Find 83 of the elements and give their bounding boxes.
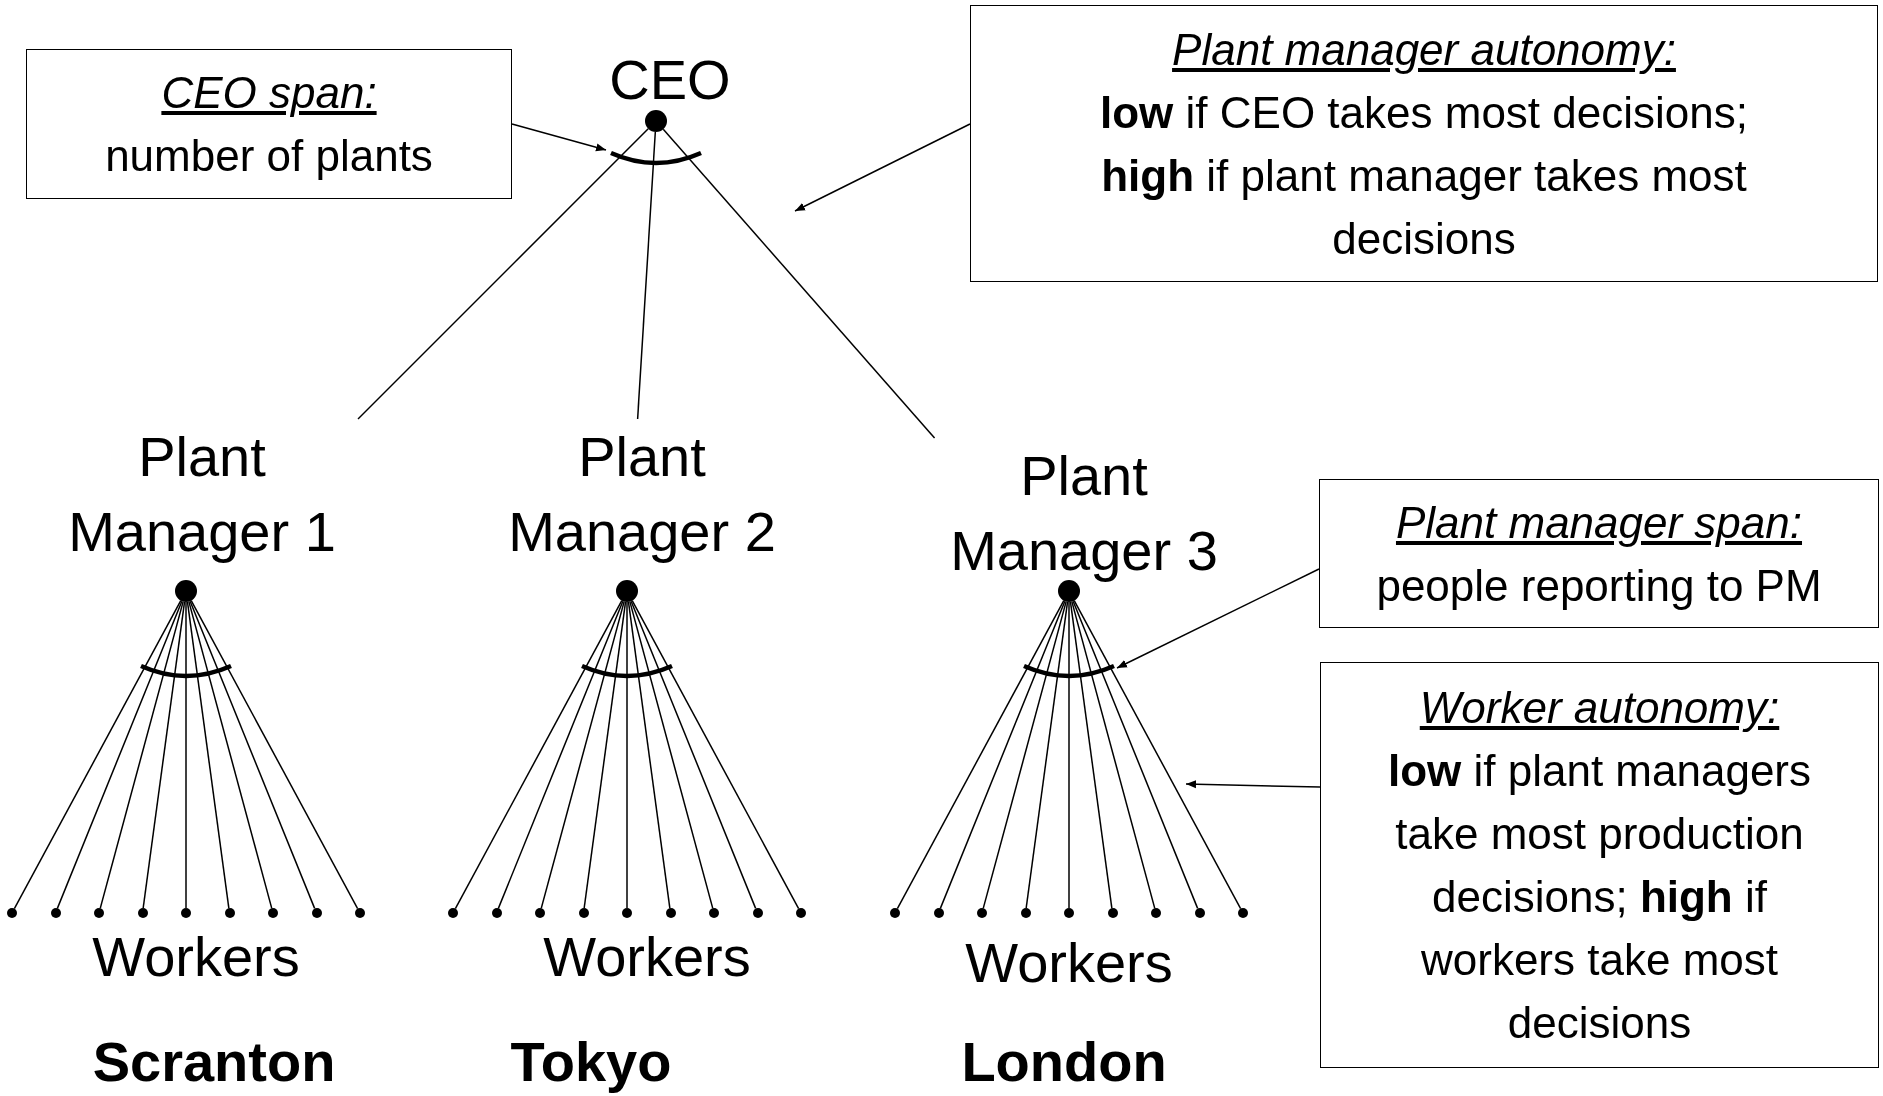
city-label: London (961, 1030, 1167, 1094)
connector-line (1068, 601, 1070, 909)
leader-arrow (794, 123, 971, 212)
connector-line (190, 599, 359, 910)
callout-heading: Plant manager span: (1394, 496, 1803, 549)
worker-dot (622, 908, 632, 918)
worker-dot (181, 908, 191, 918)
connector-line (1025, 601, 1069, 909)
connector-line (626, 601, 628, 909)
city-label: Scranton (92, 1030, 336, 1094)
connector-line (189, 600, 316, 910)
worker-dot (578, 908, 589, 918)
worker-dot (1194, 908, 1205, 918)
worker-dot (796, 908, 806, 918)
callout-text: low if plant managers take most production decisions; high if workers take most decisions (1386, 745, 1813, 1049)
worker-dot (94, 908, 104, 918)
connector-line (1073, 599, 1242, 910)
callout-text: people reporting to PM (1375, 559, 1823, 612)
connector-line (1072, 600, 1199, 910)
worker-dot (7, 908, 17, 918)
city-label: Tokyo (510, 1030, 672, 1094)
connector-line (583, 601, 627, 909)
connector-line (56, 600, 183, 910)
connector-line (982, 600, 1067, 909)
worker-dot (311, 908, 322, 918)
connector-line (188, 600, 273, 909)
connector-line (636, 131, 657, 420)
group-label: Workers (965, 931, 1173, 995)
connector-line (939, 600, 1066, 910)
worker-dot (1151, 908, 1161, 918)
group-label: Workers (92, 925, 300, 989)
callout-text: number of plants (104, 130, 434, 182)
group-label: Workers (543, 925, 751, 989)
role-label: Plant Manager 1 (67, 424, 337, 565)
connector-line (1069, 601, 1113, 909)
callout-box (1320, 662, 1879, 1068)
worker-dot (665, 908, 676, 918)
callout-heading: CEO span: (160, 67, 378, 119)
worker-dot (137, 908, 148, 918)
worker-dot (1107, 908, 1118, 918)
role-label: CEO (608, 47, 732, 113)
connector-line (629, 600, 714, 909)
connector-line (630, 600, 757, 910)
leader-arrow (1185, 780, 1321, 789)
connector-line (1071, 600, 1156, 909)
worker-dot (752, 908, 763, 918)
connector-line (497, 600, 624, 910)
worker-dot (1064, 908, 1074, 918)
callout-heading: Worker autonomy: (1418, 682, 1781, 734)
connector-line (627, 601, 671, 909)
worker-dot (977, 908, 987, 918)
worker-dot (50, 908, 61, 918)
leader-arrow (1116, 568, 1320, 669)
role-label: Plant Manager 2 (507, 424, 777, 565)
connector-line (511, 123, 607, 152)
connector-line (662, 128, 936, 439)
connector-line (454, 599, 623, 910)
worker-dot (709, 908, 719, 918)
connector-line (13, 599, 182, 910)
worker-dot (268, 908, 278, 918)
role-label: Plant Manager 3 (949, 443, 1219, 584)
worker-dot (491, 908, 502, 918)
connector-line (142, 601, 186, 909)
connector-line (896, 599, 1065, 910)
worker-dot (355, 908, 365, 918)
connector-line (631, 599, 800, 910)
worker-dot (1238, 908, 1248, 918)
worker-dot (933, 908, 944, 918)
connector-line (186, 601, 230, 909)
worker-dot (224, 908, 235, 918)
worker-dot (1020, 908, 1031, 918)
connector-line (99, 600, 184, 909)
connector-line (357, 128, 649, 420)
callout-box (970, 5, 1878, 282)
callout-text: low if CEO takes most decisions; high if plant manager takes most decisions (1099, 86, 1749, 265)
worker-dot (535, 908, 545, 918)
callout-box (26, 49, 512, 199)
worker-dot (890, 908, 900, 918)
connector-line (540, 600, 625, 909)
callout-box (1319, 479, 1879, 628)
callout-heading: Plant manager autonomy: (1171, 23, 1677, 76)
connector-line (185, 601, 187, 909)
worker-dot (448, 908, 458, 918)
